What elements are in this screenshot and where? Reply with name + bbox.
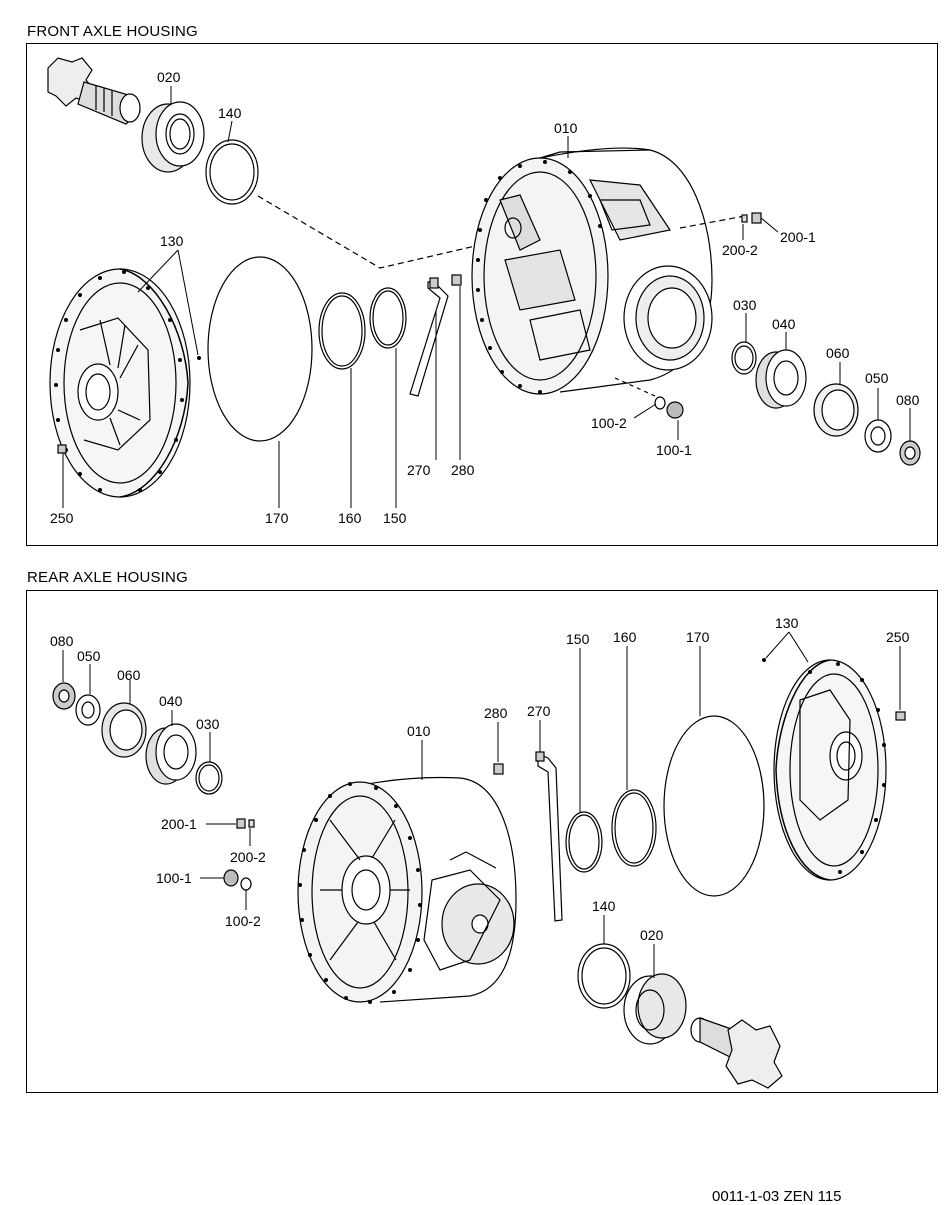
rear-label-030: 030 (196, 716, 220, 732)
rear-pinion-shaft (690, 1017, 783, 1089)
front-plug-100-1 (666, 401, 684, 419)
rear-label-050: 050 (77, 648, 101, 664)
rear-washer-050 (75, 694, 101, 726)
rear-ring-030 (195, 761, 223, 795)
front-label-010: 010 (554, 120, 578, 136)
front-bearing-020 (141, 101, 205, 173)
front-axis-line (257, 195, 511, 269)
front-label-050: 050 (865, 370, 889, 386)
front-label-250: 250 (50, 510, 74, 526)
front-label-140: 140 (218, 105, 242, 121)
front-oring-150 (369, 287, 407, 349)
front-plug-200-1 (751, 212, 762, 224)
rear-oring-170 (663, 715, 765, 897)
front-label-130: 130 (160, 233, 184, 249)
rear-bearing-040 (145, 723, 197, 785)
rear-housing-010 (297, 776, 517, 1003)
rear-plug-200-1 (236, 818, 246, 829)
rear-label-270: 270 (527, 703, 551, 719)
front-label-060: 060 (826, 345, 850, 361)
rear-label-250: 250 (886, 629, 910, 645)
rear-label-040: 040 (159, 693, 183, 709)
front-plug-200-2 (741, 214, 748, 223)
rear-bolt-250 (895, 711, 906, 721)
front-label-040: 040 (772, 316, 796, 332)
front-cover-130 (49, 268, 191, 498)
rear-label-170: 170 (686, 629, 710, 645)
rear-label-080: 080 (50, 633, 74, 649)
drawing-code: 0011-1-03 ZEN 115 (712, 1188, 842, 1205)
front-label-170: 170 (265, 510, 289, 526)
rear-label-100-2: 100-2 (225, 913, 261, 929)
front-bolt-250 (57, 444, 67, 454)
front-washer-050 (864, 419, 892, 453)
rear-tube-270 (537, 753, 563, 922)
front-label-100-1: 100-1 (656, 442, 692, 458)
rear-label-150: 150 (566, 631, 590, 647)
front-oring-170 (207, 256, 313, 442)
rear-label-280: 280 (484, 705, 508, 721)
front-fitting-280 (451, 274, 462, 286)
rear-label-060: 060 (117, 667, 141, 683)
front-housing-bolt-holes (476, 160, 602, 394)
rear-label-100-1: 100-1 (156, 870, 192, 886)
front-oring-160 (318, 292, 366, 370)
front-label-280: 280 (451, 462, 475, 478)
rear-label-010: 010 (407, 723, 431, 739)
front-ring-030 (731, 341, 757, 375)
front-diagram-frame (26, 43, 938, 546)
rear-label-200-2: 200-2 (230, 849, 266, 865)
front-label-160: 160 (338, 510, 362, 526)
front-tube-270 (409, 281, 449, 397)
front-leader-lines (62, 86, 911, 508)
front-label-200-1: 200-1 (780, 229, 816, 245)
rear-label-130: 130 (775, 615, 799, 631)
front-bearing-040 (755, 349, 807, 409)
rear-label-140: 140 (592, 898, 616, 914)
rear-section-title: REAR AXLE HOUSING (27, 569, 188, 586)
rear-fitting-280 (493, 763, 504, 775)
front-label-080: 080 (896, 392, 920, 408)
rear-diagram-frame (26, 590, 938, 1093)
front-housing-010 (471, 147, 713, 395)
front-label-030: 030 (733, 297, 757, 313)
rear-label-160: 160 (613, 629, 637, 645)
front-label-020: 020 (157, 69, 181, 85)
front-ring-140 (205, 139, 259, 205)
rear-plug-200-2 (248, 819, 255, 828)
rear-label-200-1: 200-1 (161, 816, 197, 832)
front-part-labels: 020 140 010 130 200-2 200-1 030 040 060 … (50, 69, 920, 526)
rear-label-020: 020 (640, 927, 664, 943)
rear-bearing-020 (623, 973, 687, 1045)
front-label-100-2: 100-2 (591, 415, 627, 431)
front-ring-100-2 (654, 396, 666, 410)
rear-oring-160 (611, 789, 657, 867)
rear-oring-150 (565, 811, 603, 873)
rear-cover-130 (773, 659, 887, 881)
front-label-150: 150 (383, 510, 407, 526)
front-label-200-2: 200-2 (722, 242, 758, 258)
front-pinion-shaft (47, 57, 141, 125)
front-section-title: FRONT AXLE HOUSING (27, 23, 198, 40)
rear-part-labels: 080 050 060 040 030 010 280 270 150 160 … (50, 615, 910, 943)
front-label-270: 270 (407, 462, 431, 478)
rear-leader-lines (62, 631, 901, 978)
